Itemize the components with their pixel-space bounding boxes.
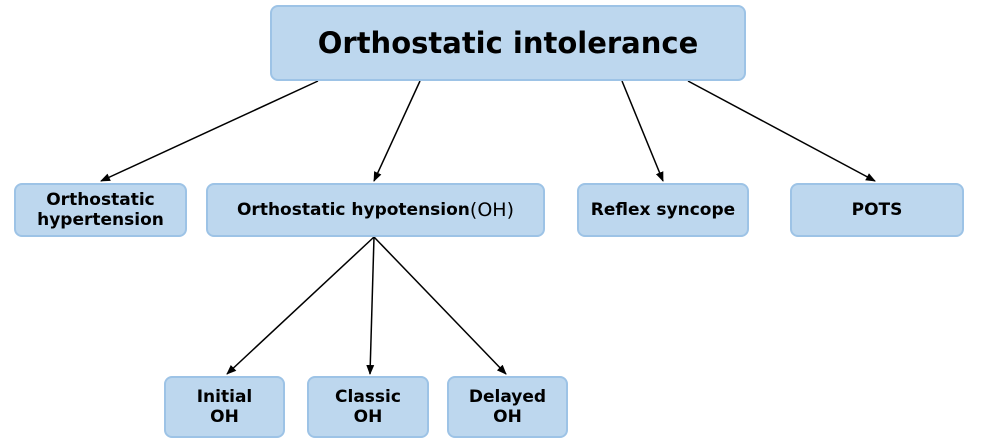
node-classic-oh-line1: Classic: [335, 386, 401, 407]
node-orthostatic-hypotension-label: Orthostatic hypotension: [236, 199, 470, 220]
node-classic-oh: Classic OH: [307, 376, 429, 438]
node-orthostatic-hypotension-abbr: (OH): [469, 198, 514, 221]
node-orthostatic-intolerance: Orthostatic intolerance: [270, 5, 746, 81]
node-orthostatic-hypertension-line2: hypertension: [37, 210, 164, 230]
node-pots: POTS: [790, 183, 964, 237]
edge-root-to-hypotension: [373, 80, 421, 182]
node-orthostatic-hypotension: Orthostatic hypotension(OH): [206, 183, 545, 237]
edge-root-to-hypertension: [100, 80, 319, 182]
edge-hypotension-to-classic: [366, 236, 375, 375]
node-initial-oh: Initial OH: [164, 376, 285, 438]
edge-hypotension-to-delayed: [373, 236, 507, 375]
edge-hypotension-to-initial: [226, 236, 375, 375]
node-delayed-oh-line2: OH: [493, 407, 522, 427]
node-initial-oh-line2: OH: [210, 407, 239, 427]
node-orthostatic-hypertension-line1: Orthostatic: [46, 189, 155, 210]
node-reflex-syncope: Reflex syncope: [577, 183, 749, 237]
node-classic-oh-line2: OH: [353, 407, 383, 427]
node-delayed-oh: Delayed OH: [447, 376, 568, 438]
node-initial-oh-line1: Initial: [196, 386, 253, 407]
node-reflex-syncope-label: Reflex syncope: [590, 199, 736, 220]
edge-root-to-pots: [687, 80, 876, 182]
node-delayed-oh-line1: Delayed: [468, 386, 547, 407]
node-orthostatic-intolerance-label: Orthostatic intolerance: [317, 25, 699, 60]
edge-root-to-reflex-syncope: [621, 80, 664, 182]
node-pots-label: POTS: [851, 199, 903, 220]
node-orthostatic-hypertension: Orthostatic hypertension: [14, 183, 187, 237]
